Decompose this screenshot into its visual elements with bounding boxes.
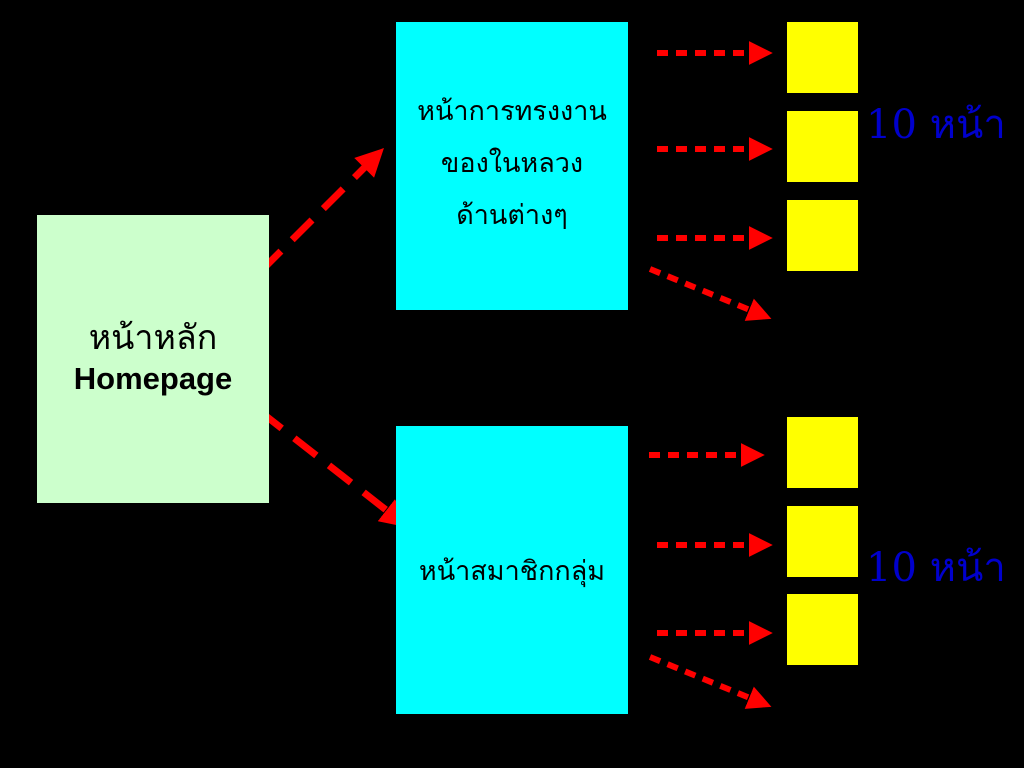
sub-page-box xyxy=(787,594,858,665)
homepage-thai-label: หน้าหลัก xyxy=(88,318,218,359)
arrow-home-to-members xyxy=(222,381,409,528)
sub-page-box xyxy=(787,506,858,577)
sub-page-box xyxy=(787,22,858,93)
royal-activities-line-1: หน้าการทรงงาน xyxy=(417,96,607,127)
arrow-members-sub-more xyxy=(648,654,772,709)
sub-page-box xyxy=(787,111,858,182)
bottom-sub-pages-count: 10 หน้า xyxy=(866,545,1006,591)
arrow-royal-sub-more xyxy=(648,266,772,321)
sub-page-box xyxy=(787,200,858,271)
royal-activities-line-3: ด้านต่างๆ xyxy=(456,200,568,231)
royal-activities-line-2: ของในหลวง xyxy=(440,148,584,179)
homepage-english-label: Homepage xyxy=(73,361,233,397)
top-sub-pages-count: 10 หน้า xyxy=(866,102,1006,148)
royal-activities-box: หน้าการทรงงาน ของในหลวง ด้านต่างๆ xyxy=(396,22,628,310)
group-members-label: หน้าสมาชิกกลุ่ม xyxy=(418,555,606,587)
arrow-home-to-royal xyxy=(227,148,384,305)
group-members-box: หน้าสมาชิกกลุ่ม xyxy=(396,426,628,714)
sub-page-box xyxy=(787,417,858,488)
homepage-box: หน้าหลัก Homepage xyxy=(37,215,269,503)
